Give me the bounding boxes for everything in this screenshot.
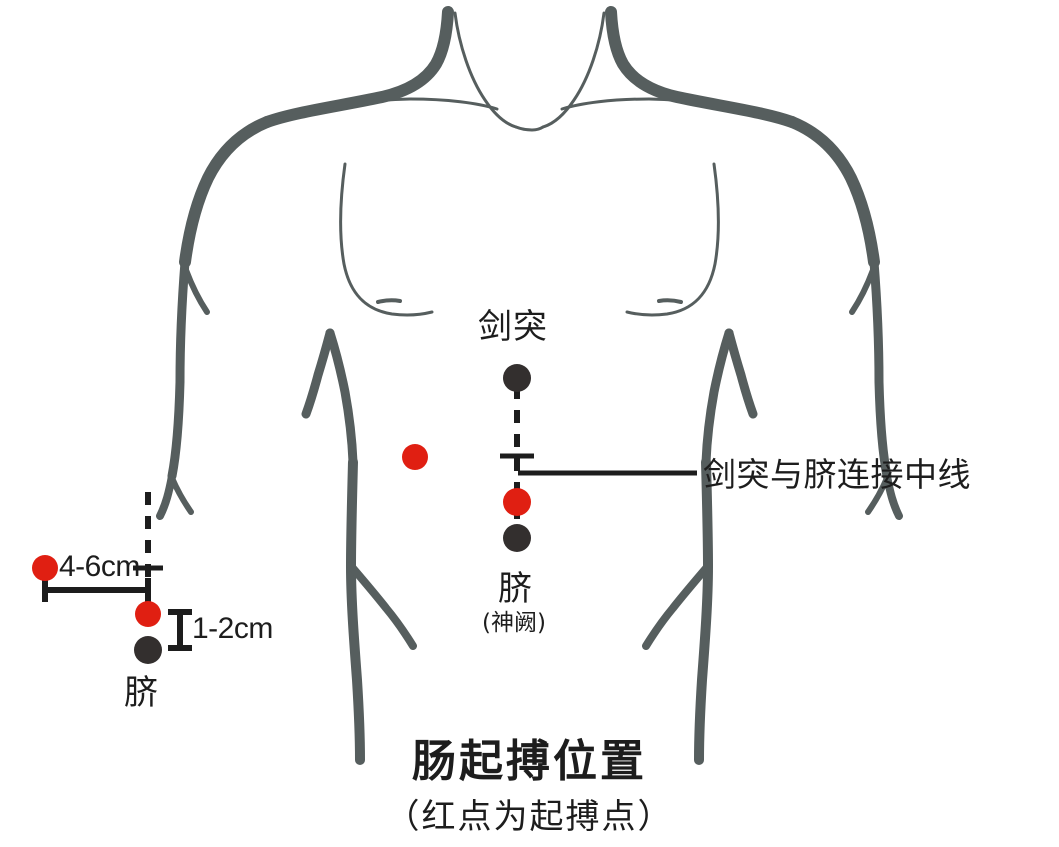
midline-red-pacing-dot bbox=[503, 488, 531, 516]
xiphoid-black-dot bbox=[503, 364, 531, 392]
horizontal-caliper bbox=[42, 578, 151, 602]
detail-navel-black-dot bbox=[134, 636, 162, 664]
vertical-caliper bbox=[168, 609, 192, 651]
detail-left-red-dot bbox=[32, 555, 58, 581]
figure-title: 肠起搏位置 bbox=[412, 736, 647, 787]
navel-acupoint-label: (神阙) bbox=[482, 610, 546, 636]
xiphoid-label: 剑突 bbox=[478, 307, 548, 347]
horizontal-distance-label: 4-6cm bbox=[59, 550, 140, 583]
navel-label: 脐 bbox=[498, 569, 533, 609]
figure-subtitle: （红点为起搏点） bbox=[385, 797, 674, 837]
measurement-detail-group bbox=[32, 492, 192, 664]
detail-navel-label: 脐 bbox=[124, 673, 159, 713]
midline-label: 剑突与脐连接中线 bbox=[703, 455, 971, 494]
torso-outline bbox=[156, 6, 903, 765]
vertical-distance-label: 1-2cm bbox=[192, 612, 273, 645]
navel-black-dot bbox=[503, 524, 531, 552]
detail-red-pacing-dot bbox=[135, 601, 161, 627]
midline-dashed-axis bbox=[500, 386, 534, 540]
left-abdomen-red-pacing-dot bbox=[402, 444, 428, 470]
